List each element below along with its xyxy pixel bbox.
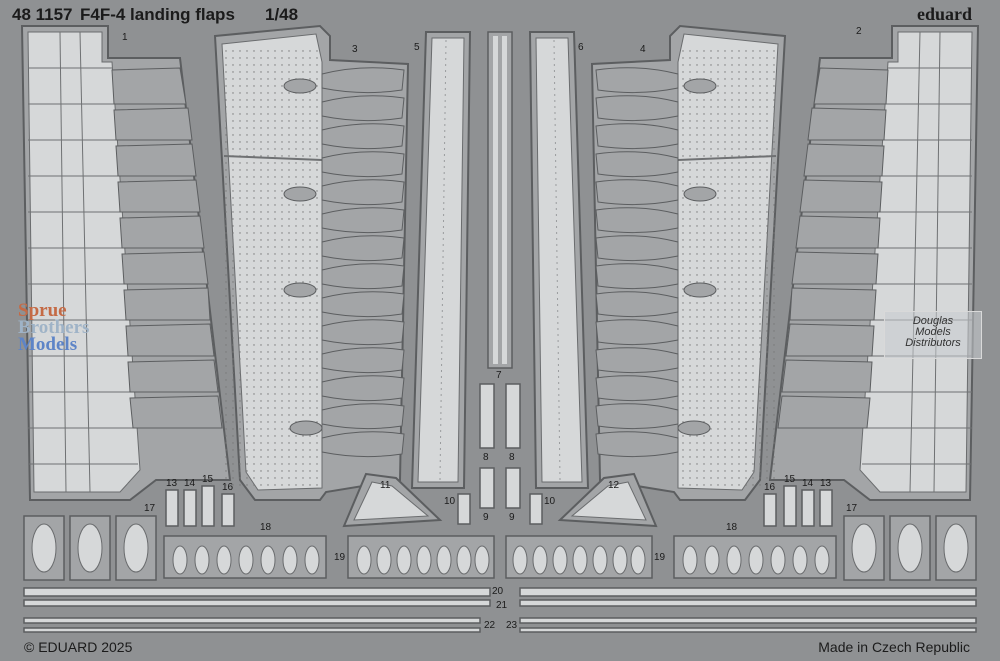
parts-8-9-10-small-strips [457, 383, 543, 525]
watermark-word-5: Models [915, 326, 951, 338]
part-number-8b: 8 [509, 452, 515, 463]
copyright-text: © EDUARD 2025 [24, 639, 133, 655]
part-19-brackets-left [347, 535, 495, 579]
origin-text: Made in Czech Republic [818, 639, 970, 655]
watermark-word-4: Douglas [912, 315, 954, 327]
part-number-2: 2 [856, 26, 862, 37]
part-number-9b: 9 [509, 512, 515, 523]
part-number-9a: 9 [483, 512, 489, 523]
part-number-19a: 19 [334, 552, 346, 563]
watermark-word-6: Distributors [905, 337, 961, 349]
part-number-18a: 18 [260, 522, 272, 533]
part-number-17b: 17 [846, 503, 858, 514]
part-number-23: 23 [506, 620, 518, 631]
part-17-hinges-right [843, 515, 977, 581]
part-number-21: 21 [496, 600, 508, 611]
sheet-title: F4F-4 landing flaps [80, 5, 235, 24]
part-number-14a: 14 [184, 478, 196, 489]
part-5-strip [410, 31, 472, 489]
part-number-18b: 18 [726, 522, 738, 533]
part-number-3: 3 [352, 44, 358, 55]
part-number-10b: 10 [544, 496, 556, 507]
part-1-flap-left [20, 25, 232, 501]
part-number-16a: 16 [222, 482, 234, 493]
part-number-4: 4 [640, 44, 646, 55]
scale-label: 1/48 [265, 5, 299, 24]
part-number-1: 1 [122, 32, 128, 43]
part-number-13b: 13 [820, 478, 832, 489]
part-number-15a: 15 [202, 474, 214, 485]
part-number-22: 22 [484, 620, 496, 631]
part-18-brackets-left [163, 535, 327, 579]
part-number-5: 5 [414, 42, 420, 53]
part-number-14b: 14 [802, 478, 814, 489]
watermark-word-3: Models [18, 334, 78, 355]
part-number-7: 7 [496, 370, 502, 381]
part-number-19b: 19 [654, 552, 666, 563]
part-number-16b: 16 [764, 482, 776, 493]
part-11-triangle [342, 472, 443, 528]
brand-logo: eduard [916, 4, 972, 24]
part-number-10a: 10 [444, 496, 456, 507]
part-number-17a: 17 [144, 503, 156, 514]
part-number-15b: 15 [784, 474, 796, 485]
part-4-flap-inner-right [590, 24, 787, 501]
part-number-13a: 13 [166, 478, 178, 489]
part-number-6: 6 [578, 42, 584, 53]
part-19-brackets-right [505, 535, 653, 579]
part-number-11: 11 [380, 480, 391, 491]
watermark-word-1: Sprue [18, 300, 67, 321]
sprue-brothers-watermark: Sprue Brothers Models [18, 300, 118, 358]
parts-13-16-left [165, 485, 235, 527]
part-number-20: 20 [492, 586, 504, 597]
watermark-word-2: Brothers [18, 317, 90, 338]
part-12-triangle [557, 472, 658, 528]
part-7-rail [487, 31, 513, 369]
douglas-models-watermark: Douglas Models Distributors [884, 311, 982, 359]
part-3-flap-inner-left [213, 24, 410, 501]
parts-13-16-right [763, 485, 833, 527]
parts-20-23-long-bars [23, 587, 977, 633]
part-6-strip [528, 31, 590, 489]
part-18-brackets-right [673, 535, 837, 579]
product-code: 48 1157 [12, 5, 73, 24]
part-number-12: 12 [608, 480, 620, 491]
part-2-flap-right [768, 25, 980, 501]
part-17-hinges-left [23, 515, 157, 581]
part-number-8a: 8 [483, 452, 489, 463]
